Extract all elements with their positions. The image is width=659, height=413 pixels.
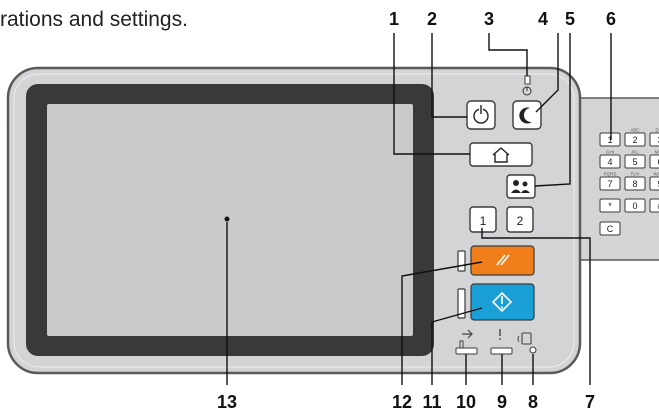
keypad-key-digit: 4 (607, 157, 612, 167)
keypad-key-digit: 2 (632, 135, 637, 145)
callout-12: 12 (392, 392, 412, 412)
data-lamp (455, 347, 478, 355)
keypad-key-6[interactable]: 6 MNO (649, 150, 659, 169)
keypad-key-digit: 1 (607, 135, 612, 145)
callout-2: 2 (427, 9, 437, 29)
keypad-key-7[interactable]: 7 PQRS (599, 172, 621, 191)
error-lamp-icon (499, 329, 501, 340)
callout-8: 8 (528, 392, 538, 412)
keypad-key-digit: 5 (632, 157, 637, 167)
keypad-clear-label: C (607, 224, 614, 234)
keypad-key-hash[interactable]: # (649, 198, 659, 213)
callout-lines (226, 33, 612, 385)
keypad-key-2[interactable]: 2 ABC (624, 128, 646, 147)
keypad-key-digit: # (657, 201, 659, 211)
keypad-key-letters: TUV (631, 172, 640, 177)
callout-1: 1 (389, 9, 399, 29)
keypad-key-star[interactable]: * (599, 198, 621, 213)
callout-5: 5 (565, 9, 575, 29)
stop-button[interactable] (457, 245, 535, 276)
keypad-key-digit: 8 (632, 179, 637, 189)
power-button[interactable] (466, 100, 496, 130)
callout-9: 9 (497, 392, 507, 412)
keypad-key-1[interactable]: 1 (599, 132, 621, 147)
keypad-key-digit: * (608, 201, 612, 211)
memory-button-2[interactable]: 2 (506, 206, 534, 233)
keypad-key-digit: 6 (657, 157, 659, 167)
callout-7: 7 (585, 392, 595, 412)
keypad-key-letters: GHI (606, 150, 614, 155)
keypad-key-letters: WXYZ (654, 172, 659, 177)
keypad-key-8[interactable]: 8 TUV (624, 172, 646, 191)
access-button[interactable] (506, 174, 536, 199)
keypad-key-letters: MNO (655, 150, 659, 155)
callout-11: 11 (422, 392, 441, 412)
touch-panel[interactable] (26, 84, 434, 356)
caption-fragment: rations and settings. (0, 8, 188, 31)
energy-saver-button[interactable] (512, 100, 542, 130)
keypad-key-9[interactable]: 9 WXYZ (649, 172, 659, 191)
keypad-clear-key[interactable]: C (599, 221, 621, 236)
card-reader-icon (517, 332, 537, 354)
memory-button-1-label: 1 (480, 214, 487, 228)
keypad-key-digit: 7 (607, 179, 612, 189)
keypad-key-letters: JKL (631, 150, 639, 155)
callout-numbers: 1 2 3 4 5 6 7 8 9 10 11 12 13 (217, 9, 616, 412)
error-lamp (490, 347, 513, 355)
callout-6: 6 (606, 9, 616, 29)
keypad-key-letters: ABC (630, 128, 640, 133)
keypad-key-letters: PQRS (604, 172, 617, 177)
start-button[interactable] (457, 283, 535, 321)
home-button[interactable] (469, 142, 533, 167)
keypad-key-5[interactable]: 5 JKL (624, 150, 646, 169)
keypad-key-digit: 9 (657, 179, 659, 189)
callout-3: 3 (484, 9, 494, 29)
keypad-key-letters: DEF (656, 128, 659, 133)
keypad-key-4[interactable]: 4 GHI (599, 150, 621, 169)
memory-button-1[interactable]: 1 (469, 206, 497, 233)
callout-10: 10 (456, 392, 476, 412)
keypad-key-0[interactable]: 0 (624, 198, 646, 213)
keypad-key-digit: 3 (657, 135, 659, 145)
callout-13: 13 (217, 392, 237, 412)
memory-button-2-label: 2 (517, 214, 524, 228)
callout-4: 4 (538, 9, 548, 29)
keypad-key-digit: 0 (632, 201, 637, 211)
keypad-key-3[interactable]: 3 DEF (649, 128, 659, 147)
